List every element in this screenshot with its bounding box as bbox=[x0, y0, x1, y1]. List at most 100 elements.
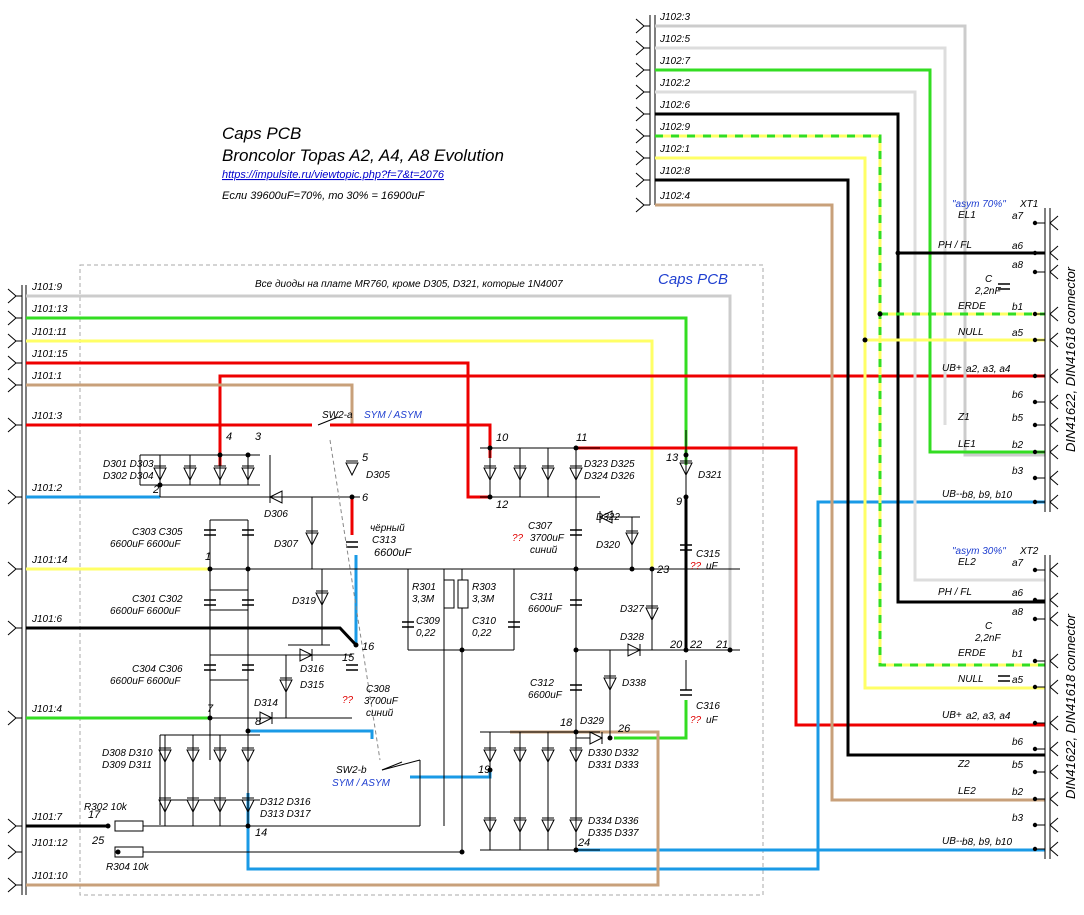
node-6: 6 bbox=[362, 492, 369, 504]
wire-black-j101-6 bbox=[26, 626, 358, 647]
node-10: 10 bbox=[496, 432, 509, 444]
cap-c312 bbox=[570, 684, 582, 691]
left-pin-j101-7: J101:7 bbox=[7, 812, 62, 834]
xt-signal: NULL bbox=[958, 327, 984, 338]
wire-red-ubplus-1 bbox=[218, 374, 1045, 466]
resistor-r303 bbox=[457, 579, 469, 609]
wire-blue-sw2b bbox=[248, 729, 374, 739]
label-c313c: 6600uF bbox=[374, 547, 413, 559]
xt-title: "asym 70%" bbox=[952, 199, 1006, 210]
label-c316: C316 bbox=[696, 701, 720, 712]
node-16: 16 bbox=[362, 641, 375, 653]
left-pin-label: J101:13 bbox=[31, 304, 68, 315]
label-c315: C315 bbox=[696, 549, 720, 560]
node-8: 8 bbox=[255, 716, 262, 728]
source-link[interactable]: https://impulsite.ru/viewtopic.php?f=7&t… bbox=[222, 169, 445, 181]
cap-c304-c306 bbox=[204, 664, 254, 671]
left-pin-j101-13: J101:13 bbox=[7, 304, 68, 326]
xt-pin: b3 bbox=[1012, 466, 1024, 477]
diode-bridge-d330 bbox=[483, 732, 583, 850]
wire-green-j102-7 bbox=[655, 68, 1045, 454]
wire-green-j101-13 bbox=[26, 316, 688, 465]
left-pin-j101-2: J101:2 bbox=[7, 483, 62, 505]
wire-red-j101-15 bbox=[26, 361, 490, 499]
top-pin-label: J102:2 bbox=[659, 78, 690, 89]
switch-sw2a[interactable] bbox=[317, 416, 339, 426]
wire-brown-j102-4 bbox=[655, 203, 1045, 802]
label-d323: D323 D325 bbox=[584, 459, 635, 470]
cap-c311 bbox=[570, 599, 582, 606]
label-c311v: 6600uF bbox=[528, 604, 563, 615]
caps-pcb-frame bbox=[79, 264, 764, 896]
label-c301v: 6600uF 6600uF bbox=[110, 606, 181, 617]
label-c307: C307 bbox=[528, 521, 552, 532]
node-7: 7 bbox=[207, 703, 214, 715]
xt-pin: b3 bbox=[1012, 813, 1024, 824]
wire-gray-j102-2 bbox=[655, 90, 1045, 582]
node-4: 4 bbox=[226, 431, 232, 443]
xt-signal: UB+ bbox=[942, 710, 962, 721]
left-pin-label: J101:7 bbox=[31, 812, 62, 823]
label-r302: R302 10k bbox=[84, 802, 128, 813]
xt-signal: PH / FL bbox=[938, 240, 972, 251]
left-pin-j101-12: J101:12 bbox=[7, 838, 68, 860]
wire-gray-j102-5 bbox=[655, 46, 947, 425]
label-c307c: синий bbox=[530, 545, 558, 556]
top-pin-label: J102:7 bbox=[659, 56, 690, 67]
label-d314: D314 bbox=[254, 698, 278, 709]
xt-pin: a8 bbox=[1012, 607, 1024, 618]
node-18: 18 bbox=[560, 717, 573, 729]
label-d305: D305 bbox=[366, 470, 390, 481]
label-sw2a: SW2-a bbox=[322, 410, 353, 421]
label-d315: D315 bbox=[300, 680, 324, 691]
left-pin-label: J101:14 bbox=[31, 555, 68, 566]
top-pin-j102-7: J102:7 bbox=[635, 56, 690, 78]
node-24: 24 bbox=[577, 837, 590, 849]
xt-signal: NULL bbox=[958, 674, 984, 685]
title-model: Broncolor Topas A2, A4, A8 Evolution bbox=[222, 146, 504, 165]
diode-bridge-d308 bbox=[158, 735, 255, 826]
xt-ref: XT1 bbox=[1019, 199, 1038, 210]
left-pin-j101-14: J101:14 bbox=[7, 555, 68, 577]
wire-yellow-j101-11 bbox=[26, 339, 654, 570]
xt-ref: XT2 bbox=[1019, 546, 1039, 557]
top-pin-j102-1: J102:1 bbox=[635, 144, 690, 166]
wire-yellow-j102-1 bbox=[655, 156, 1045, 690]
cap-c315 bbox=[680, 544, 692, 551]
xt-pin: a6 bbox=[1012, 588, 1024, 599]
label-d309: D309 D311 bbox=[102, 760, 152, 771]
node-11: 11 bbox=[576, 432, 587, 444]
title-caps-pcb: Caps PCB bbox=[222, 124, 301, 143]
diode-d314 bbox=[259, 711, 274, 725]
label-d331: D331 D333 bbox=[588, 760, 639, 771]
diode-bridge-d323 bbox=[483, 448, 583, 497]
node-1: 1 bbox=[205, 551, 211, 563]
label-c313a: чёрный bbox=[370, 523, 405, 534]
node-13: 13 bbox=[666, 452, 679, 464]
left-pin-j101-3: J101:3 bbox=[7, 411, 62, 433]
switch-sw2b[interactable] bbox=[381, 761, 403, 771]
node-9: 9 bbox=[676, 496, 682, 508]
resistor-r301 bbox=[443, 579, 455, 609]
wire-brown-j101-1 bbox=[26, 383, 354, 425]
xt-title: "asym 30%" bbox=[952, 546, 1006, 557]
diode-note: Все диоды на плате MR760, кроме D305, D3… bbox=[255, 279, 563, 290]
label-d319: D319 bbox=[292, 596, 316, 607]
left-pin-j101-11: J101:11 bbox=[7, 327, 67, 349]
xt-signal: UB-- bbox=[942, 489, 963, 500]
label-c309: C309 bbox=[416, 616, 440, 627]
diode-d328 bbox=[627, 643, 642, 657]
left-pin-j101-9: J101:9 bbox=[7, 282, 62, 304]
label-d338: D338 bbox=[622, 678, 646, 689]
xt-signal: LE1 bbox=[958, 439, 976, 450]
label-d335: D335 D337 bbox=[588, 828, 639, 839]
label-r303v: 3,3M bbox=[472, 594, 495, 605]
wire-black-j102-8 bbox=[655, 178, 1045, 757]
wire-green-node26 bbox=[614, 700, 688, 740]
xt-signal: PH / FL bbox=[938, 587, 972, 598]
left-pin-label: J101:4 bbox=[31, 704, 62, 715]
label-d312: D312 D316 bbox=[260, 797, 311, 808]
cap-c316 bbox=[680, 689, 692, 696]
left-pin-label: J101:2 bbox=[31, 483, 62, 494]
label-c311: C311 bbox=[530, 592, 553, 603]
